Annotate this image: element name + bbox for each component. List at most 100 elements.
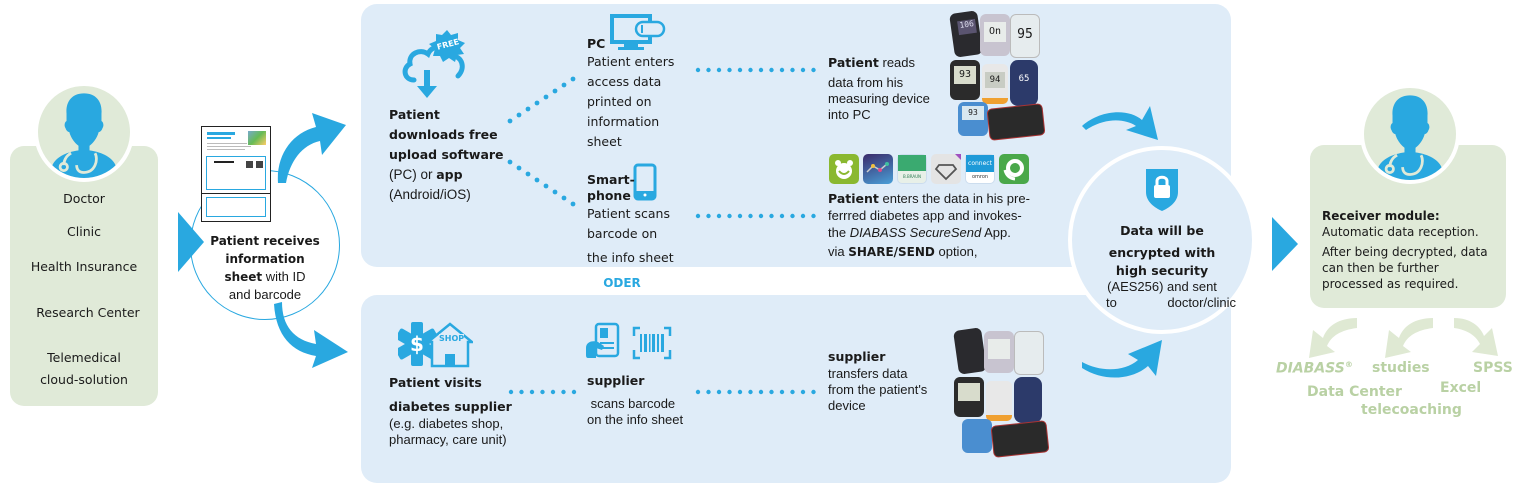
download-pc-or: (PC) or [389,167,437,182]
entity-research-center: Research Center [36,305,140,320]
supplier-panel [361,295,1231,483]
visit-line-2: diabetes supplier [389,399,512,414]
encryption-line-1: Data will be [1120,223,1204,238]
meter-reading: 94 [985,72,1005,88]
app-result-app: App. [981,225,1011,240]
info-sheet-title: Patient receives [210,234,320,248]
supplier-scan-text: supplier scans barcode on the info sheet [587,372,707,428]
info-sheet-title-3: sheet [224,270,263,284]
pc-line: Patient enters [587,54,675,69]
supplier-transfer-line: device [828,398,866,413]
pc-result-line: data from his [828,75,904,90]
encryption-recipient: doctor/clinic [1167,295,1236,310]
pc-line: information [587,114,660,129]
receiver-line-3: can then be further [1322,261,1439,275]
shop-label: SHOP [439,334,465,343]
smartphone-heading-2: phone [587,188,631,203]
or-separator: ODER [603,276,641,290]
supplier-transfer-line: transfers data [828,366,908,381]
smartphone-heading: Smart- [587,172,635,187]
doctor-icon [1377,95,1443,180]
share-send-option: SHARE/SEND [848,245,935,259]
doctor-avatar-left [34,82,134,182]
meter-reading: 93 [962,106,984,120]
qr-code-icon [246,161,253,168]
pc-result-patient: Patient [828,55,879,70]
app-result-the: the [828,225,850,240]
encryption-text: Data will be encrypted with high securit… [1078,222,1246,311]
pc-result-text: Patient reads data from his measuring de… [828,53,958,123]
pc-result-line: into PC [828,107,871,122]
curved-arrow-down-icon [274,302,348,368]
pc-monitor-icon [610,14,666,50]
app-result-patient: Patient [828,191,879,206]
curved-arrow-bottom-icon [1082,340,1162,378]
qr-code-icon [256,161,263,168]
app-icon-omron-connect: connect omron [965,154,995,184]
pc-line: access data [587,74,662,89]
visit-supplier-text: Patient visits diabetes supplier (e.g. d… [389,374,539,448]
receiver-line-4: processed as required. [1322,277,1459,291]
meter-reading: 65 [1018,74,1030,84]
app-result-line-1: enters the data in his pre- [878,191,1030,206]
supplier-scan-heading: supplier [587,373,645,388]
download-app: app [436,167,463,182]
dotted-connector-smartphone [695,213,816,219]
dotted-connector-pc [695,67,816,73]
glucose-meters-image-2 [952,327,1052,458]
output-telecoaching: telecoaching [1361,402,1462,418]
pc-line: sheet [587,134,622,149]
meter-reading: On [984,22,1006,42]
download-line-1: Patient [389,107,440,122]
visit-examples-1: (e.g. diabetes shop, [389,416,504,431]
curved-arrow-top-icon [1082,106,1158,140]
entity-clinic: Clinic [67,224,101,239]
download-text: Patient downloads free upload software (… [389,105,519,205]
download-line-3: upload software [389,147,504,162]
supplier-scan-line-1: scans barcode [587,396,676,411]
dotted-connector-visit [508,389,577,395]
encryption-line-4: (AES256) and sent [1107,279,1217,294]
dotted-connector-down [507,159,576,207]
curved-arrow-diabass-icon [1309,318,1357,358]
app-icon-green-ring [999,154,1029,184]
smartphone-line: the info sheet [587,250,674,265]
entity-doctor: Doctor [63,191,105,206]
download-line-2: downloads free [389,127,498,142]
supplier-transfer-heading: supplier [828,349,886,364]
registered-mark: ® [1344,360,1353,369]
id-card-scan-icon [586,322,620,358]
encryption-line-2: encrypted with [1108,245,1216,260]
app-result-via: via [828,244,849,259]
receiver-heading: Receiver module: [1322,209,1440,223]
entity-cloud-solution: cloud-solution [40,372,128,387]
dotted-connector-up [507,76,576,124]
download-platforms: (Android/iOS) [389,187,471,202]
visit-line-1: Patient visits [389,375,482,390]
doctor-icon [51,93,117,178]
receiver-text: Receiver module: Automatic data receptio… [1322,208,1502,292]
supplier-scan-line-2: on the info sheet [587,412,684,427]
pc-result-reads: reads [878,55,916,70]
pc-heading: PC [587,36,606,51]
app-result-text: Patient enters the data in his pre- ferr… [828,190,1058,261]
meter-reading: 106 [957,18,977,36]
barcode-icon [632,326,672,360]
glucose-meters-image: 106 On 95 93 94 65 93 [948,10,1048,141]
pc-line: printed on [587,94,652,109]
info-sheet-with-id: with ID [262,269,306,284]
app-result-line-2: ferrred diabetes app and invokes- [828,208,1022,223]
output-diabass: DIABASS® [1276,360,1353,377]
entity-health-insurance: Health Insurance [30,259,138,274]
receiver-line-1: Automatic data reception. [1322,225,1479,239]
arrow-right-icon-2 [1272,217,1298,271]
pc-text: PC Patient enters access data printed on… [587,36,697,152]
info-sheet-document [201,126,271,222]
curved-arrow-up-icon [277,113,346,183]
sender-entities-box: Doctor Clinic Health Insurance Research … [10,146,158,406]
meter-reading: 95 [1017,27,1033,42]
app-icon-mysugr [829,154,859,184]
output-spss: SPSS [1473,360,1513,376]
pc-result-line: measuring device [828,91,930,106]
info-sheet-and-barcode: and barcode [228,287,302,302]
